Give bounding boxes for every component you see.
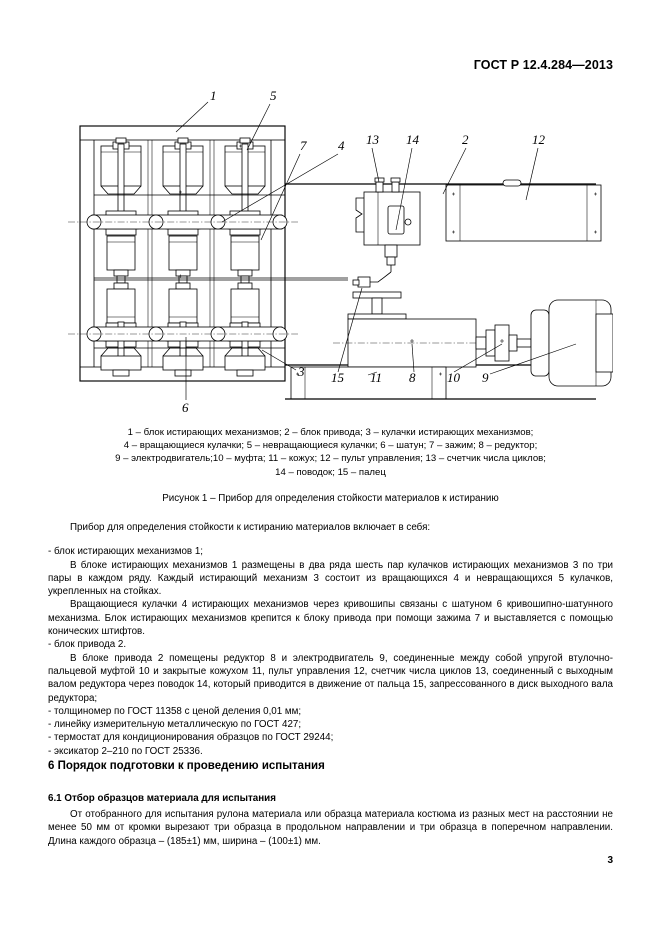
callout-4: 4 xyxy=(338,138,345,153)
figure-technical-drawing: 1 5 7 4 13 14 2 12 xyxy=(48,82,613,412)
legend-line: 14 – поводок; 15 – палец xyxy=(275,466,386,478)
component-item-block-2: - блок привода 2. xyxy=(48,639,127,651)
paragraph-rotating-cams: Вращающиеся кулачки 4 истирающих механиз… xyxy=(48,599,613,638)
figure-callouts: 1 5 7 4 13 14 2 12 xyxy=(175,88,577,412)
callout-15: 15 xyxy=(331,370,345,385)
equipment-item: - линейку измерительную металлическую по… xyxy=(48,719,302,731)
section-heading-6: 6 Порядок подготовки к проведению испыта… xyxy=(48,760,325,772)
callout-9: 9 xyxy=(482,370,489,385)
callout-3: 3 xyxy=(297,364,305,379)
paragraph-sample-selection: От отобранного для испытания рулона мате… xyxy=(48,809,613,847)
figure-legend: 1 – блок истирающих механизмов; 2 – блок… xyxy=(48,426,613,479)
paragraph-abrading-block: В блоке истирающих механизмов 1 размещен… xyxy=(48,559,613,598)
control-panel-unit xyxy=(445,179,602,242)
cycle-counter-unit xyxy=(355,177,421,272)
callout-7: 7 xyxy=(300,138,307,153)
page-number: 3 xyxy=(607,855,613,866)
intro-paragraph: Прибор для определения стойкости к истир… xyxy=(70,522,431,533)
equipment-item: - толщиномер по ГОСТ 11358 с ценой делен… xyxy=(48,705,302,717)
callout-14: 14 xyxy=(406,132,420,147)
legend-line: 1 – блок истирающих механизмов; 2 – блок… xyxy=(127,427,534,438)
callout-12: 12 xyxy=(532,132,546,147)
equipment-item: - эксикатор 2–210 по ГОСТ 25336. xyxy=(48,745,203,757)
standard-header: ГОСТ Р 12.4.284—2013 xyxy=(473,58,613,72)
electric-motor-unit xyxy=(530,299,613,387)
housing-cover-unit xyxy=(285,366,596,400)
callout-13: 13 xyxy=(366,132,380,147)
legend-line: 4 – вращающиеся кулачки; 5 – невращающие… xyxy=(123,440,538,452)
section-heading-6-1: 6.1 Отбор образцов материала для испытан… xyxy=(48,793,276,804)
callout-1: 1 xyxy=(210,88,217,103)
abrading-block-assembly xyxy=(68,125,298,382)
component-item-block-1: - блок истирающих механизмов 1; xyxy=(48,546,204,558)
callout-8: 8 xyxy=(409,370,416,385)
callout-11: 11 xyxy=(370,370,382,385)
figure-caption: Рисунок 1 – Прибор для определения стойк… xyxy=(162,493,499,504)
connecting-rod-lower xyxy=(68,326,298,342)
equipment-item: - термостат для кондиционирования образц… xyxy=(48,732,334,744)
driver-arm-assembly xyxy=(347,271,407,320)
body-text: Прибор для определения стойкости к истир… xyxy=(48,521,613,758)
paragraph-drive-block: В блоке привода 2 помещены редуктор 8 и … xyxy=(48,652,613,704)
gearbox-unit xyxy=(333,318,518,368)
coupling-unit xyxy=(485,324,532,362)
legend-line: 9 – электродвигатель;10 – муфта; 11 – ко… xyxy=(115,453,546,465)
callout-5: 5 xyxy=(270,88,277,103)
section-6-1-body: От отобранного для испытания рулона мате… xyxy=(48,808,613,848)
callout-2: 2 xyxy=(462,132,469,147)
connecting-rod-upper xyxy=(68,214,298,230)
abrasion-device-diagram: 1 5 7 4 13 14 2 12 xyxy=(68,88,613,412)
callout-6: 6 xyxy=(182,400,189,412)
callout-10: 10 xyxy=(447,370,461,385)
